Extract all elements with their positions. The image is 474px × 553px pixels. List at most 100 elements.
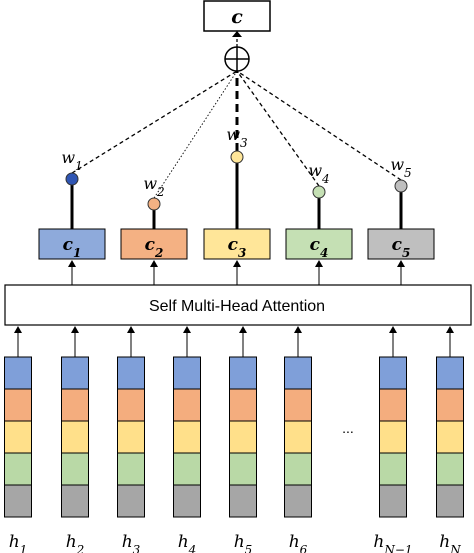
hidden-state-stack: h4: [173, 356, 201, 553]
stack-segment: [61, 356, 89, 390]
stack-segment: [61, 484, 89, 518]
head-box: [120, 228, 188, 260]
weight-connector: [71, 70, 238, 174]
hidden-state-label: hN: [439, 532, 461, 553]
stack-segment: [4, 356, 32, 390]
hidden-state-label: h6: [289, 532, 308, 553]
stack-segment: [229, 356, 257, 390]
stack-segment: [117, 452, 145, 486]
head-label: c4: [310, 235, 329, 260]
stack-segment: [229, 484, 257, 518]
attention-label: Self Multi-Head Attention: [149, 298, 325, 315]
weight-connector: [236, 70, 320, 187]
head-arrowhead: [150, 260, 158, 267]
stack-segment: [173, 356, 201, 390]
hidden-state-stack: h6: [284, 356, 312, 553]
head-arrowhead: [397, 260, 405, 267]
stack-segment: [4, 420, 32, 454]
hidden-state-label: h1: [9, 532, 28, 553]
stack-arrowhead: [183, 326, 191, 333]
weight-node: [394, 179, 408, 193]
stack-segment: [379, 420, 407, 454]
stack-segment: [379, 356, 407, 390]
stack-segment: [379, 484, 407, 518]
hidden-state-label: h3: [122, 532, 141, 553]
stack-segment: [117, 484, 145, 518]
stack-segment: [436, 484, 464, 518]
stack-segment: [379, 388, 407, 422]
aggregation-icon: [224, 46, 250, 72]
stack-arrowhead: [294, 326, 302, 333]
weight-node: [65, 172, 79, 186]
weight-node: [312, 185, 326, 199]
head-box: [285, 228, 353, 260]
head-box: [203, 228, 271, 260]
stack-segment: [61, 388, 89, 422]
stack-segment: [117, 388, 145, 422]
head-box: [38, 228, 106, 260]
head-label: c3: [228, 235, 247, 260]
stack-segment: [4, 452, 32, 486]
weight-node: [230, 150, 244, 164]
stack-arrowhead: [71, 326, 79, 333]
stack-segment: [436, 452, 464, 486]
stack-segment: [284, 452, 312, 486]
weight-label: w5: [390, 155, 411, 180]
stack-segment: [284, 420, 312, 454]
stack-segment: [284, 388, 312, 422]
stack-segment: [4, 388, 32, 422]
stack-segment: [379, 452, 407, 486]
weight-connector: [236, 70, 402, 181]
stack-arrowhead: [239, 326, 247, 333]
connection-lines: [71, 70, 402, 199]
hidden-state-label: h5: [234, 532, 253, 553]
hidden-state-label: h4: [178, 532, 197, 553]
stack-segment: [173, 484, 201, 518]
head-arrowhead: [68, 260, 76, 267]
weight-label: w4: [308, 161, 329, 186]
head-arrowhead: [233, 260, 241, 267]
stack-segment: [229, 420, 257, 454]
hidden-state-label: hN−1: [373, 532, 412, 553]
hidden-state-stack: h5: [229, 356, 257, 553]
head-label: c5: [392, 235, 411, 260]
stack-segment: [436, 420, 464, 454]
hidden-state-stack: h2: [61, 356, 89, 553]
weight-label: w3: [226, 125, 248, 150]
stack-segment: [117, 420, 145, 454]
weight-label: w2: [143, 174, 164, 199]
head-arrowhead: [315, 260, 323, 267]
stack-segment: [173, 420, 201, 454]
stack-segment: [61, 420, 89, 454]
stack-segment: [173, 452, 201, 486]
hidden-state-stack: hN: [436, 356, 464, 553]
hidden-state-stack: hN−1: [373, 356, 413, 553]
stack-segment: [173, 388, 201, 422]
stack-segment: [436, 388, 464, 422]
stack-arrowhead: [127, 326, 135, 333]
stack-segment: [229, 452, 257, 486]
hidden-state-stack: h3: [117, 356, 145, 553]
weight-connector: [153, 70, 238, 199]
stack-segment: [4, 484, 32, 518]
stack-segment: [117, 356, 145, 390]
head-label: c1: [63, 235, 82, 260]
ellipsis: ...: [342, 420, 354, 436]
stack-segment: [284, 356, 312, 390]
output-box: [203, 0, 271, 32]
hidden-state-stacks: h1 h2 h3 h4 h5 h6 hN−1 hN: [4, 356, 464, 553]
stack-segment: [61, 452, 89, 486]
attention-box: [4, 284, 472, 326]
output-label: c: [231, 6, 243, 28]
stack-arrowhead: [389, 326, 397, 333]
head-box: [367, 228, 435, 260]
hidden-state-label: h2: [66, 532, 85, 553]
stack-arrowhead: [14, 326, 22, 333]
hidden-state-stack: h1: [4, 356, 32, 553]
stack-segment: [229, 388, 257, 422]
stack-segment: [284, 484, 312, 518]
stack-arrowhead: [446, 326, 454, 333]
